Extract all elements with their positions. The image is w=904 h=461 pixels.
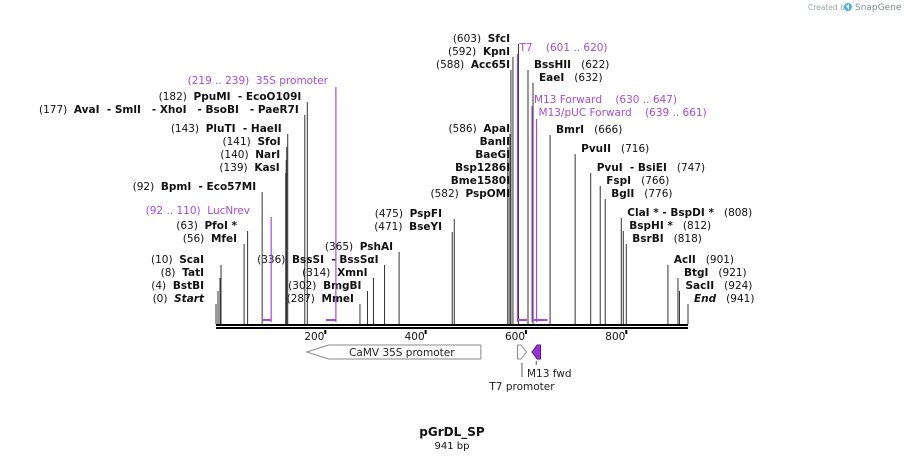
site-label: (592) KpnI xyxy=(448,46,510,58)
site-label: (56) MfeI xyxy=(183,233,237,245)
site-label: (586) ApaI xyxy=(448,123,510,135)
site-label: (287) MmeI xyxy=(287,293,354,305)
snapgene-logo-icon xyxy=(844,3,853,11)
brand-text: SnapGene xyxy=(855,3,902,13)
ruler-tick xyxy=(424,330,427,334)
site-label: PvuI - BsiEI (747) xyxy=(597,162,705,174)
site-label: (63) PfoI * xyxy=(176,220,237,232)
primer-label: (219 .. 239) 35S promoter xyxy=(188,75,329,87)
site-label: (141) SfoI xyxy=(223,136,281,148)
site-label: (92) BpmI - Eco57MI xyxy=(133,181,257,193)
backbone-bottom xyxy=(216,327,688,329)
primer-bar xyxy=(262,319,272,321)
site-label: (314) XmnI xyxy=(302,267,367,279)
ruler-tick-label: 200 xyxy=(304,331,324,343)
site-label: BmrI (666) xyxy=(556,124,622,136)
site-label: (582) PspOMI xyxy=(431,188,510,200)
site-label: (0) Start xyxy=(153,293,205,305)
ruler-tick-label: 600 xyxy=(505,331,525,343)
credit-text: Created by xyxy=(808,3,850,12)
feature-label: M13 fwd xyxy=(527,368,572,380)
sequence-backbone xyxy=(216,324,688,329)
site-label: BglI (776) xyxy=(611,188,672,200)
primer-label: T7 (601 .. 620) xyxy=(518,42,607,54)
plasmid-title: pGrDL_SP xyxy=(419,425,485,440)
site-labels: (0) Start(4) BstBI(8) TatI(10) ScaI (56) … xyxy=(39,33,754,305)
site-label: BtgI (921) xyxy=(684,267,747,279)
site-lines xyxy=(215,44,689,324)
site-label: (143) PluTI - HaeII xyxy=(171,123,282,135)
site-label: Bme1580I xyxy=(451,175,510,187)
site-label: (365) PshAI xyxy=(325,241,393,253)
site-label: (10) ScaI xyxy=(151,254,204,266)
site-label: BanII xyxy=(480,136,510,148)
ruler-tick-label: 400 xyxy=(405,331,425,343)
site-label: (139) KasI xyxy=(219,162,279,174)
site-label: (302) BmgBI xyxy=(288,280,361,292)
site-label: PvuII (716) xyxy=(581,143,649,155)
site-label: (603) SfcI xyxy=(453,33,510,45)
site-label: AclI (901) xyxy=(674,254,734,266)
feature-label: CaMV 35S promoter xyxy=(349,347,455,359)
feature-label: T7 promoter xyxy=(488,381,555,393)
site-label: BsrBI (818) xyxy=(632,233,702,245)
ruler-tick xyxy=(625,330,628,334)
feature-arrow xyxy=(305,344,482,360)
site-label: BspHI * (812) xyxy=(629,220,711,232)
site-label: ClaI * - BspDI * (808) xyxy=(627,207,752,219)
site-label: (475) PspFI xyxy=(375,208,442,220)
backbone-top xyxy=(216,324,688,326)
feature-arrow xyxy=(516,344,528,360)
plasmid-length: 941 bp xyxy=(435,441,470,452)
site-label: (471) BseYI xyxy=(374,221,442,233)
site-label: BssHII (622) xyxy=(534,59,609,71)
site-label: BaeGI xyxy=(475,149,510,161)
site-label: (4) BstBI xyxy=(151,280,204,292)
primer-bar xyxy=(325,319,336,321)
site-label: (8) TatI xyxy=(161,267,204,279)
primer-label: (92 .. 110) LucNrev xyxy=(146,205,250,217)
feature-arrow xyxy=(531,344,542,360)
site-label: (182) PpuMI - EcoO109I xyxy=(159,91,302,103)
site-label: (336) BssSI - BssSαI xyxy=(257,254,378,266)
site-label: (588) Acc65I xyxy=(436,59,510,71)
primer-label: M13 Forward (630 .. 647) xyxy=(534,94,677,106)
primer-annotations: (92 .. 110) LucNrev (219 .. 239) 35S prom… xyxy=(146,42,707,322)
primer-bar xyxy=(517,319,527,321)
primer-bar xyxy=(536,319,548,321)
primer-label: M13/pUC Forward (639 .. 661) xyxy=(539,107,707,119)
site-label: End (941) xyxy=(694,293,754,305)
site-label: FspI (766) xyxy=(606,175,669,187)
ruler-ticks: 200 400 600 800 xyxy=(304,330,628,343)
site-label: (140) NarI xyxy=(220,149,280,161)
site-label: Bsp1286I xyxy=(455,162,510,174)
site-label: SacII (924) xyxy=(685,280,752,292)
ruler-tick xyxy=(524,330,527,334)
site-label: (177) AvaI - SmlI - XhoI - BsoBI - PaeR7… xyxy=(39,104,299,116)
ruler-tick-label: 800 xyxy=(605,331,625,343)
site-label: EaeI (632) xyxy=(539,72,603,84)
ruler-tick xyxy=(324,330,327,334)
